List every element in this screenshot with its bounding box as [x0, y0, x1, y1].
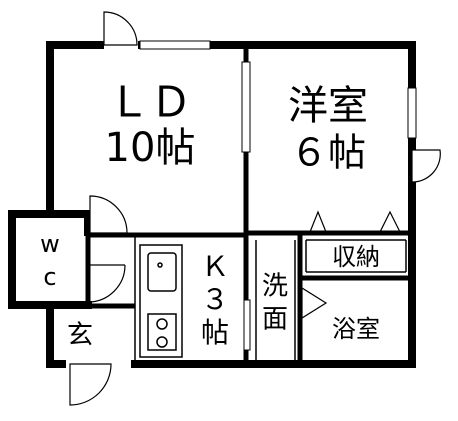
doors [66, 11, 441, 406]
wc-label-bottom: c [43, 263, 56, 291]
western-room-name-label: 洋室 [288, 83, 368, 129]
wc-label-top: w [40, 230, 60, 258]
ld-name-label: ＬＤ [108, 78, 192, 127]
storage-label: 収納 [332, 243, 380, 271]
entrance-label: 玄 [67, 321, 93, 351]
washroom-label-top: 洗 [262, 272, 288, 302]
washroom-label-bottom: 面 [262, 305, 288, 335]
fixtures [134, 235, 407, 364]
bathroom-label: 浴室 [332, 315, 380, 343]
western-room-size-label: ６帖 [290, 131, 366, 175]
windows [139, 40, 417, 153]
kitchen-name-label: Ｋ [201, 250, 229, 283]
ld-size-label: 10帖 [105, 125, 196, 171]
kitchen-unit-label: 帖 [201, 316, 229, 349]
kitchen-size-label: ３ [201, 283, 229, 316]
